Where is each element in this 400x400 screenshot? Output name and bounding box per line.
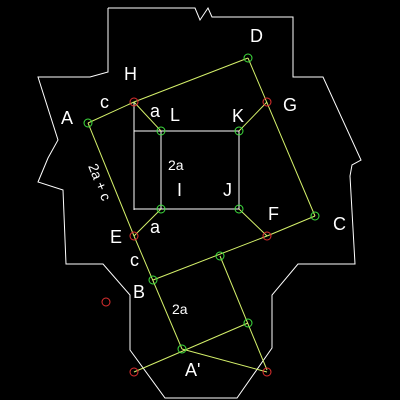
point-g	[262, 97, 272, 107]
line-bottom-right	[219, 255, 268, 371]
label-a-bottom: a	[150, 217, 161, 237]
point-j	[234, 204, 244, 214]
label-f: F	[268, 204, 279, 224]
point-bottom-right	[243, 318, 253, 328]
label-e: E	[110, 227, 122, 247]
label-b: B	[133, 282, 145, 302]
label-side-2a-plus-c: 2a + c	[85, 161, 114, 203]
label-i: I	[177, 180, 182, 200]
point-mid-right	[215, 251, 225, 261]
line-c-f	[266, 215, 316, 237]
point-i	[156, 204, 166, 214]
label-g: G	[283, 95, 297, 115]
point-d	[243, 53, 253, 63]
point-a-prime	[177, 344, 187, 354]
label-l: L	[170, 105, 180, 125]
label-j: J	[223, 180, 232, 200]
line-aprime-edge	[133, 322, 249, 373]
label-c-top: c	[100, 92, 109, 112]
point-bottom-right-red	[262, 367, 272, 377]
label-c: C	[333, 214, 346, 234]
label-2a-inner: 2a	[168, 157, 184, 173]
label-a: A	[61, 108, 73, 128]
line-a-h	[87, 101, 135, 124]
label-h: H	[124, 64, 137, 84]
line-k-g	[238, 101, 268, 132]
point-c	[310, 211, 320, 221]
outer-outline	[37, 6, 362, 399]
label-2a-bottom: 2a	[172, 301, 188, 317]
line-e-b	[133, 235, 183, 350]
label-k: K	[232, 106, 244, 126]
label-d: D	[250, 26, 263, 46]
label-c-bottom: c	[130, 250, 139, 270]
point-f	[262, 231, 272, 241]
line-h-l	[133, 101, 162, 132]
point-left-lower	[101, 297, 111, 307]
line-h-d	[133, 57, 249, 103]
line-a-e	[87, 122, 135, 237]
line-b-f	[152, 235, 268, 281]
label-a-top: a	[150, 101, 161, 121]
point-a	[83, 118, 93, 128]
line-a-bottom	[181, 348, 268, 373]
line-e-i	[133, 208, 162, 237]
point-l	[156, 126, 166, 136]
line-j-f	[238, 208, 268, 237]
label-a-prime: A'	[185, 360, 200, 380]
point-bottom-left	[129, 367, 139, 377]
point-b	[148, 275, 158, 285]
point-h	[129, 97, 139, 107]
line-d-c	[247, 57, 316, 217]
point-e	[129, 231, 139, 241]
point-k	[234, 126, 244, 136]
